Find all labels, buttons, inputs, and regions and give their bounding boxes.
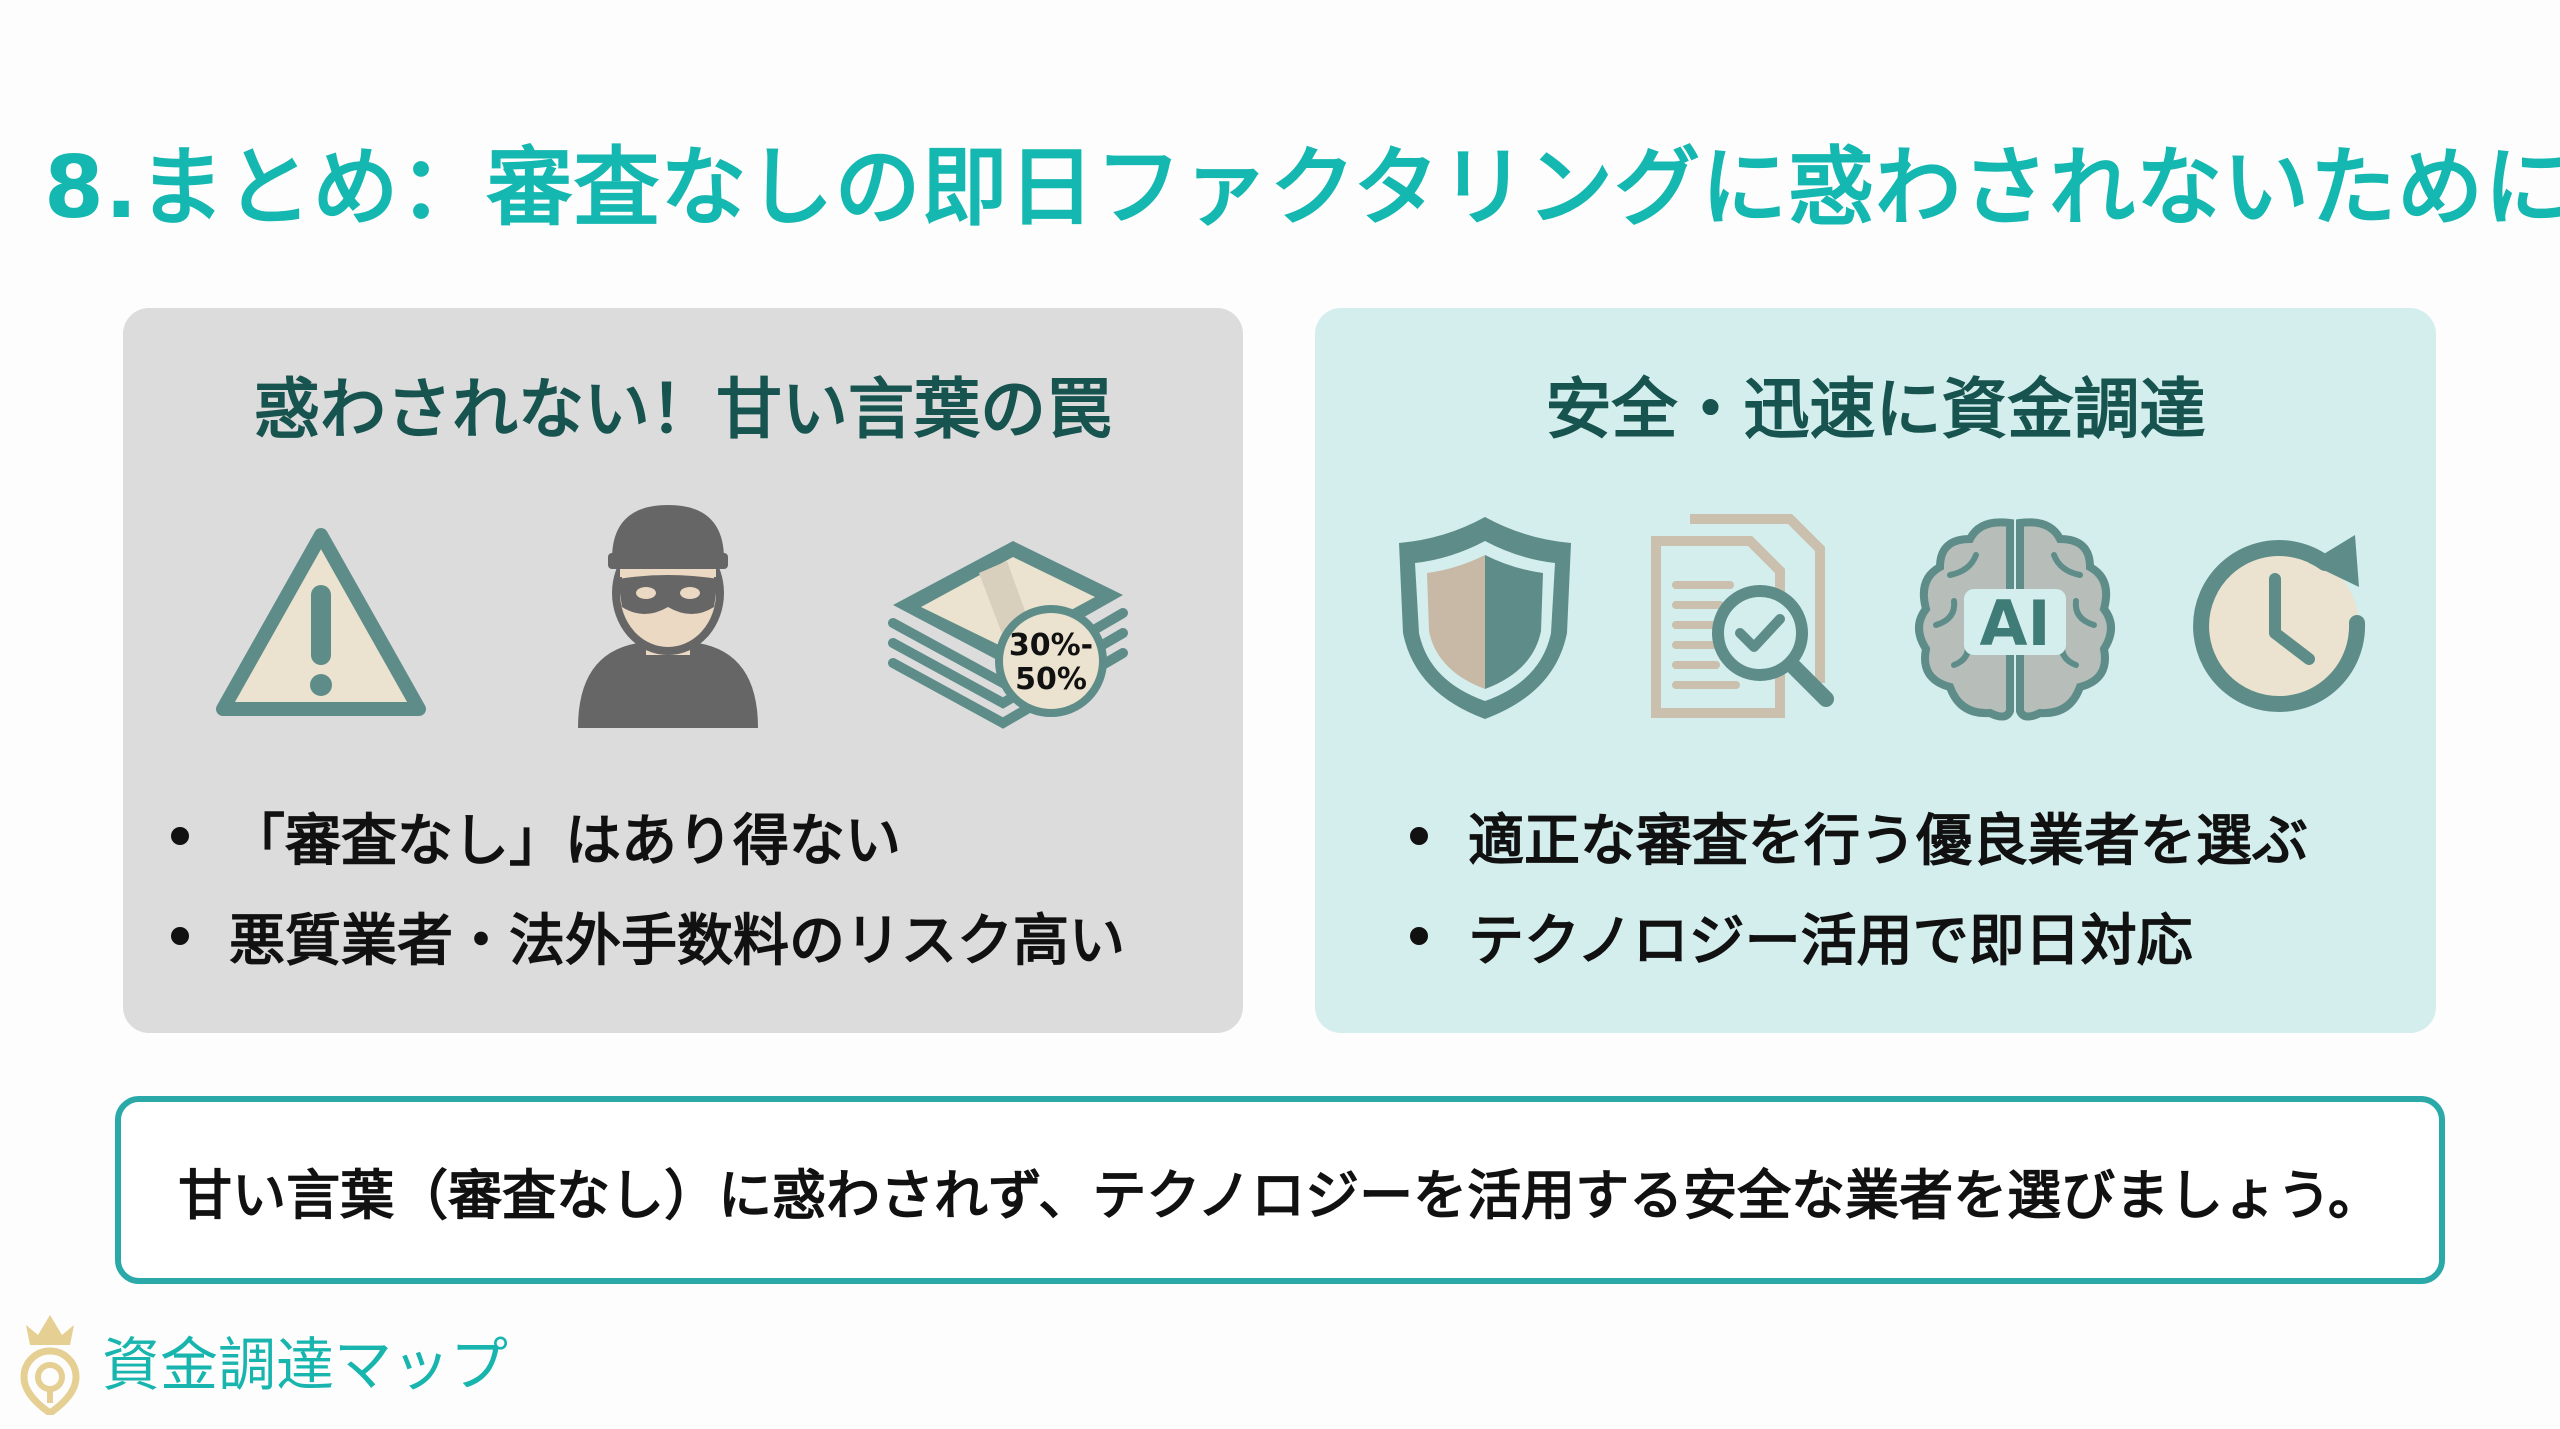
safe-bullet-list: 適正な審査を行う優良業者を選ぶ テクノロジー活用で即日対応: [1410, 786, 2416, 986]
trap-warning-panel: 惑わされない！甘い言葉の罠: [123, 308, 1243, 1033]
page-title: 8.まとめ：審査なしの即日ファクタリングに惑わされないために: [44, 138, 2560, 238]
bullet-item: 適正な審査を行う優良業者を選ぶ: [1410, 786, 2416, 886]
icon-row: AI: [1315, 503, 2436, 743]
bullet-text: 「審査なし」はあり得ない: [229, 808, 901, 874]
bullet-item: テクノロジー活用で即日対応: [1410, 886, 2416, 986]
bullet-item: 悪質業者・法外手数料のリスク高い: [171, 886, 1223, 986]
brand-logo: 資金調達マップ: [18, 1300, 508, 1420]
crown-pin-icon: [20, 1315, 80, 1415]
trap-bullet-list: 「審査なし」はあり得ない 悪質業者・法外手数料のリスク高い: [171, 786, 1223, 986]
ai-brain-icon: AI: [1915, 518, 2115, 721]
panel-heading: 安全・迅速に資金調達: [1545, 371, 2206, 448]
shield-icon: [1399, 517, 1571, 719]
safe-funding-panel: 安全・迅速に資金調達: [1315, 308, 2436, 1033]
warning-icon: [216, 528, 426, 716]
fee-badge-line1: 30%-: [1009, 628, 1093, 663]
summary-text: 甘い言葉（審査なし）に惑わされず、テクノロジーを活用する安全な業者を選びましょう…: [178, 1163, 2382, 1227]
ai-label: AI: [1979, 587, 2050, 660]
icon-row: 30%- 50%: [123, 503, 1243, 743]
fee-badge-line2: 50%: [1015, 662, 1087, 697]
bullet-dot-icon: [171, 927, 189, 945]
bullet-dot-icon: [1410, 827, 1428, 845]
thief-icon: [578, 505, 758, 728]
bullet-text: 悪質業者・法外手数料のリスク高い: [229, 908, 1125, 974]
money-stack-icon: 30%- 50%: [888, 541, 1128, 729]
bullet-text: 適正な審査を行う優良業者を選ぶ: [1468, 808, 2308, 874]
clock-refresh-icon: [2193, 535, 2366, 712]
summary-box: 甘い言葉（審査なし）に惑わされず、テクノロジーを活用する安全な業者を選びましょう…: [115, 1096, 2445, 1284]
bullet-item: 「審査なし」はあり得ない: [171, 786, 1223, 886]
bullet-dot-icon: [171, 827, 189, 845]
document-review-icon: [1651, 514, 1834, 718]
bullet-dot-icon: [1410, 927, 1428, 945]
logo-text: 資金調達マップ: [102, 1331, 509, 1399]
panel-heading: 惑わされない！甘い言葉の罠: [254, 371, 1112, 448]
bullet-text: テクノロジー活用で即日対応: [1468, 908, 2193, 974]
